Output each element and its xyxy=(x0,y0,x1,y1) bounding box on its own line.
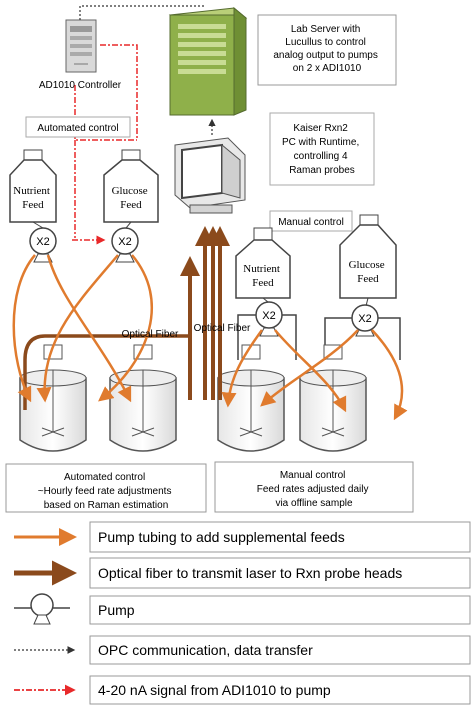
nutrient-feed-label: Nutrient xyxy=(243,263,280,275)
pump-icon-auto-glucose xyxy=(111,227,139,263)
kaiser-box xyxy=(269,112,375,186)
legend-symbol-pump-icon xyxy=(14,593,70,625)
svg-text:Glucose Feed: Glucose Feed xyxy=(112,185,151,211)
nutrient-feed-label: Nutrient xyxy=(13,185,50,197)
legend-text-tubing: Pump tubing to add supplemental feeds xyxy=(98,529,345,545)
glucose-feed-label: Feed xyxy=(357,273,379,285)
connector xyxy=(32,221,44,229)
tubing-auto-1 xyxy=(12,254,36,403)
legend-text-fiber: Optical fiber to transmit laser to Rxn p… xyxy=(98,565,402,581)
svg-text:Glucose Feed: Glucose Feed xyxy=(349,259,388,285)
lab-server-line: Lucullus to control xyxy=(285,37,366,48)
bioreactor-vessel-4 xyxy=(299,344,367,452)
nutrient-feed-label: Feed xyxy=(252,277,274,289)
legend-box-signal xyxy=(89,675,471,705)
lab-server-icon xyxy=(168,6,248,116)
legend-box-pump xyxy=(89,595,471,625)
legend-text-opc: OPC communication, data transfer xyxy=(98,642,313,658)
manual-tube xyxy=(378,317,401,360)
svg-text:Nutrient Feed: Nutrient Feed xyxy=(13,185,52,211)
manual-desc-line: Manual control xyxy=(280,470,346,481)
legend-text-signal: 4-20 nA signal from ADI1010 to pump xyxy=(98,682,331,698)
tubing-manual-1 xyxy=(221,329,264,408)
lab-server-line: analog output to pumps xyxy=(273,50,378,61)
nutrient-feed-bottle-manual xyxy=(235,227,291,299)
glucose-feed-bottle-auto xyxy=(103,149,159,223)
pump-x2-label: X2 xyxy=(358,313,371,325)
optical-fiber-vessel-1 xyxy=(23,334,160,410)
optical-fiber-label: Optical Fiber xyxy=(194,323,251,334)
nutrient-feed-label: Feed xyxy=(22,199,44,211)
manual-tube xyxy=(237,314,256,360)
svg-text:Nutrient Feed: Nutrient Feed xyxy=(243,263,282,289)
signal-line-branch xyxy=(74,85,137,141)
lab-server-box xyxy=(257,14,397,86)
svg-text:Manual control Feed rates: Manual control Feed rates adjusted daily… xyxy=(257,470,372,509)
ad1010-controller-label: AD1010 Controller xyxy=(39,80,122,91)
manual-control-tag-box xyxy=(269,210,353,232)
legend-box-fiber xyxy=(89,557,471,589)
kaiser-line: PC with Runtime, xyxy=(282,137,359,148)
manual-desc-line: Feed rates adjusted daily xyxy=(257,484,369,495)
signal-line-main xyxy=(100,44,138,140)
automated-control-tag: Automated control xyxy=(37,123,118,134)
bioreactor-vessel-2 xyxy=(109,344,177,452)
lab-server-line: Lab Server with xyxy=(291,24,360,35)
tubing-auto-4 xyxy=(98,254,154,402)
ad1010-controller-icon xyxy=(65,19,97,73)
legend-text-pump: Pump xyxy=(98,602,135,618)
glucose-feed-label: Feed xyxy=(120,199,142,211)
automated-control-tag-box xyxy=(25,116,131,138)
manual-tube xyxy=(282,314,297,360)
legend-box-opc xyxy=(89,635,471,665)
automated-description-box xyxy=(5,463,207,513)
kaiser-line: Raman probes xyxy=(289,165,355,176)
tubing-manual-3 xyxy=(260,329,359,407)
pump-x2-label: X2 xyxy=(36,236,49,248)
automated-desc-line: ~Hourly feed rate adjustments xyxy=(38,486,172,497)
legend-box-tubing xyxy=(89,521,471,553)
kaiser-pc-icon xyxy=(174,137,246,214)
automated-desc-line: based on Raman estimation xyxy=(44,500,169,511)
pump-icon-auto-nutrient xyxy=(29,227,57,263)
glucose-feed-label: Glucose xyxy=(112,185,148,197)
glucose-feed-bottle-manual xyxy=(339,214,397,299)
manual-description-box xyxy=(214,461,414,513)
optical-fiber-label: Optical Fiber xyxy=(122,329,179,340)
automated-desc-line: Automated control xyxy=(64,472,145,483)
svg-text:Automated control ~Hourly: Automated control ~Hourly feed rate adju… xyxy=(38,472,174,511)
svg-text:Kaiser Rxn2 PC with Runtim: Kaiser Rxn2 PC with Runtime, controlling… xyxy=(282,123,362,176)
tubing-auto-3 xyxy=(36,254,119,403)
tubing-manual-2 xyxy=(274,329,347,413)
manual-desc-line: via offline sample xyxy=(275,498,353,509)
connector xyxy=(125,221,132,229)
nutrient-feed-bottle-auto xyxy=(9,149,57,223)
connector xyxy=(262,297,269,303)
kaiser-line: Kaiser Rxn2 xyxy=(293,123,348,134)
kaiser-line: controlling 4 xyxy=(294,151,348,162)
tubing-auto-2 xyxy=(46,254,132,403)
tubing-manual-4 xyxy=(371,329,408,421)
pump-x2-label: X2 xyxy=(118,236,131,248)
opc-link-server-ad1010 xyxy=(79,5,205,20)
svg-text:Lab Server with Lucullus t: Lab Server with Lucullus to control anal… xyxy=(273,24,380,74)
pump-x2-label: X2 xyxy=(262,310,275,322)
glucose-feed-label: Glucose xyxy=(349,259,385,271)
lab-server-line: on 2 x ADI1010 xyxy=(293,63,362,74)
manual-control-tag: Manual control xyxy=(278,217,344,228)
